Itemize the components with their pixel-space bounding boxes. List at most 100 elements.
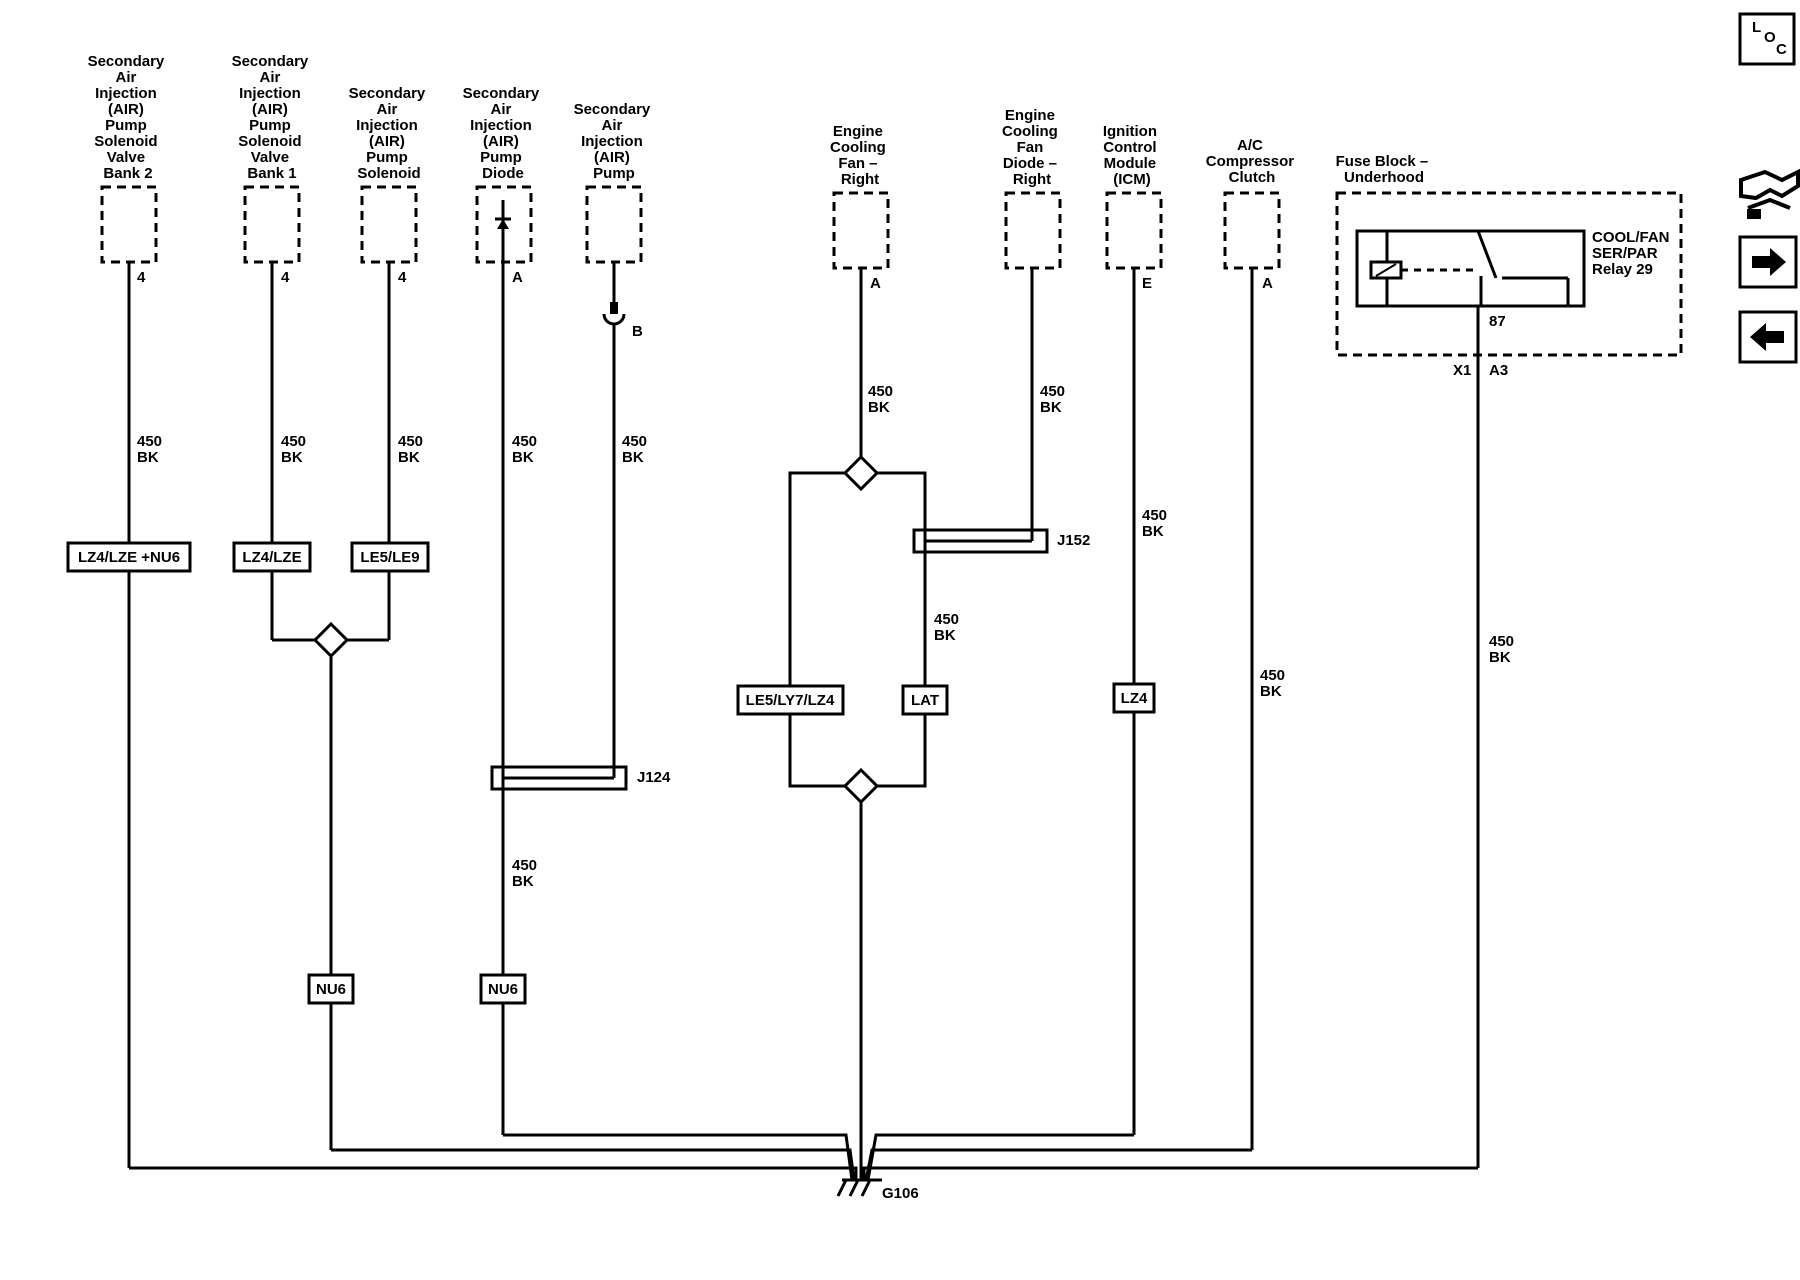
option-tag: LZ4/LZE <box>242 549 301 566</box>
splice-diamonds <box>312 454 880 805</box>
wire-color: BK <box>281 449 303 466</box>
component-box <box>100 185 158 264</box>
pin-label: A <box>1262 275 1273 292</box>
svg-text:A/C Compressor Clu: A/C Compressor Clutch <box>1206 137 1299 186</box>
wire-color: BK <box>1142 523 1164 540</box>
location-button[interactable]: L O C <box>1738 12 1796 66</box>
option-tag-box <box>901 684 949 716</box>
component-label-line: A/C <box>1237 137 1263 154</box>
svg-text:Ignition Control M: Ignition Control Module (ICM) <box>1103 123 1161 188</box>
wire-gauge: 450 <box>137 433 162 450</box>
relay-box <box>1355 229 1586 308</box>
loc-letter: L <box>1752 19 1761 36</box>
component-label-line: Ignition <box>1103 123 1157 140</box>
component-box <box>1223 191 1281 270</box>
arrow-left-icon <box>1750 323 1784 351</box>
splice-label-j152: J152 <box>1057 532 1090 549</box>
option-tag-box <box>350 541 430 573</box>
loc-letter: C <box>1776 41 1787 58</box>
component-label-line: Compressor <box>1206 153 1295 170</box>
splice-j152 <box>912 528 1049 554</box>
component-label-line: Solenoid <box>94 133 157 150</box>
option-tag: LAT <box>911 692 939 709</box>
option-tag-box <box>307 973 355 1005</box>
next-page-button[interactable] <box>1738 235 1798 289</box>
component-label-line: (ICM) <box>1113 171 1151 188</box>
svg-text:Secondary Air Inje: Secondary Air Injection (AIR) Pump Solen… <box>232 53 313 182</box>
splice-point <box>842 767 880 805</box>
svg-text:Engine Cooling Fan: Engine Cooling Fan Diode – Right <box>1002 107 1062 188</box>
component-label-line: Pump <box>480 149 522 166</box>
wire-gauge: 450 <box>512 857 537 874</box>
component-label-line: Air <box>601 117 622 134</box>
wire-gauge: 450 <box>1040 383 1065 400</box>
previous-page-button[interactable] <box>1738 310 1798 364</box>
component-label-line: Cooling <box>1002 123 1058 140</box>
component-label-line: Secondary <box>88 53 165 70</box>
pin-label: 4 <box>137 269 146 286</box>
component-label-line: Air <box>490 101 511 118</box>
wire-color: BK <box>622 449 644 466</box>
component-label-line: Injection <box>470 117 532 134</box>
component-label-line: Solenoid <box>357 165 420 182</box>
wire-color: BK <box>137 449 159 466</box>
wire-gauge: 450 <box>398 433 423 450</box>
pin-label: E <box>1142 275 1152 292</box>
pin-label: B <box>632 323 643 340</box>
component-box <box>360 185 418 264</box>
svg-text:Fuse Block – Underhood: Fuse Block – Underhood <box>1336 153 1433 186</box>
wire-color: BK <box>1260 683 1282 700</box>
component-label-line: Secondary <box>232 53 309 70</box>
fuse-block-label-line: Underhood <box>1344 169 1424 186</box>
splice-point <box>842 454 880 492</box>
fuse-block-label-line: Fuse Block – <box>1336 153 1429 170</box>
relay-pin-label: 87 <box>1489 313 1506 330</box>
wire-gauge: 450 <box>1489 633 1514 650</box>
connector-label: X1 <box>1453 362 1471 379</box>
splice-j124 <box>490 765 628 791</box>
component-label-line: Valve <box>107 149 145 166</box>
component-label-line: (AIR) <box>594 149 630 166</box>
wire-color: BK <box>934 627 956 644</box>
splice-point <box>312 621 350 659</box>
component-label-line: Valve <box>251 149 289 166</box>
component-label-line: Solenoid <box>238 133 301 150</box>
wire-color: BK <box>398 449 420 466</box>
wire-gauge: 450 <box>868 383 893 400</box>
fuse-block-underhood: Fuse Block – Underhood COOL/FAN SER/PAR … <box>1335 153 1683 666</box>
relay-label-line: Relay 29 <box>1592 261 1653 278</box>
svg-text:Engine Cooling Fan: Engine Cooling Fan – Right <box>830 123 890 188</box>
component-label-line: Bank 2 <box>103 165 152 182</box>
component-label-line: Engine <box>833 123 883 140</box>
connector-icon <box>602 302 626 326</box>
component-label-line: Secondary <box>349 85 426 102</box>
component-label-line: Secondary <box>574 101 651 118</box>
option-tag: LE5/LY7/LZ4 <box>746 692 835 709</box>
component-label-line: Injection <box>581 133 643 150</box>
loc-letter: O <box>1764 29 1776 46</box>
wire-color: BK <box>512 873 534 890</box>
option-tag-box <box>736 684 845 716</box>
component-label-line: Pump <box>366 149 408 166</box>
pin-label: 4 <box>281 269 290 286</box>
component-air-pump: Secondary Air Injection (AIR) Pump B 450… <box>574 101 651 466</box>
wires <box>127 262 1480 1181</box>
svg-text:Secondary Air Inje: Secondary Air Injection (AIR) Pump Solen… <box>349 85 430 182</box>
component-label-line: Pump <box>105 117 147 134</box>
component-label-line: Injection <box>356 117 418 134</box>
component-label-line: Injection <box>95 85 157 102</box>
option-tag-box <box>66 541 192 573</box>
component-label-line: Pump <box>593 165 635 182</box>
pin-label: A <box>512 269 523 286</box>
wire-color: BK <box>1489 649 1511 666</box>
component-label-line: Air <box>259 69 280 86</box>
component-box <box>585 185 643 264</box>
svg-text:Secondary Air Inje: Secondary Air Injection (AIR) Pump Diode <box>463 85 544 182</box>
component-air-valve-bank1: Secondary Air Injection (AIR) Pump Solen… <box>232 53 313 466</box>
component-label-line: (AIR) <box>483 133 519 150</box>
connector-view-icon[interactable] <box>1739 168 1800 219</box>
component-label-line: Fan – <box>838 155 877 172</box>
component-label-line: Diode <box>482 165 524 182</box>
pin-label: A <box>870 275 881 292</box>
